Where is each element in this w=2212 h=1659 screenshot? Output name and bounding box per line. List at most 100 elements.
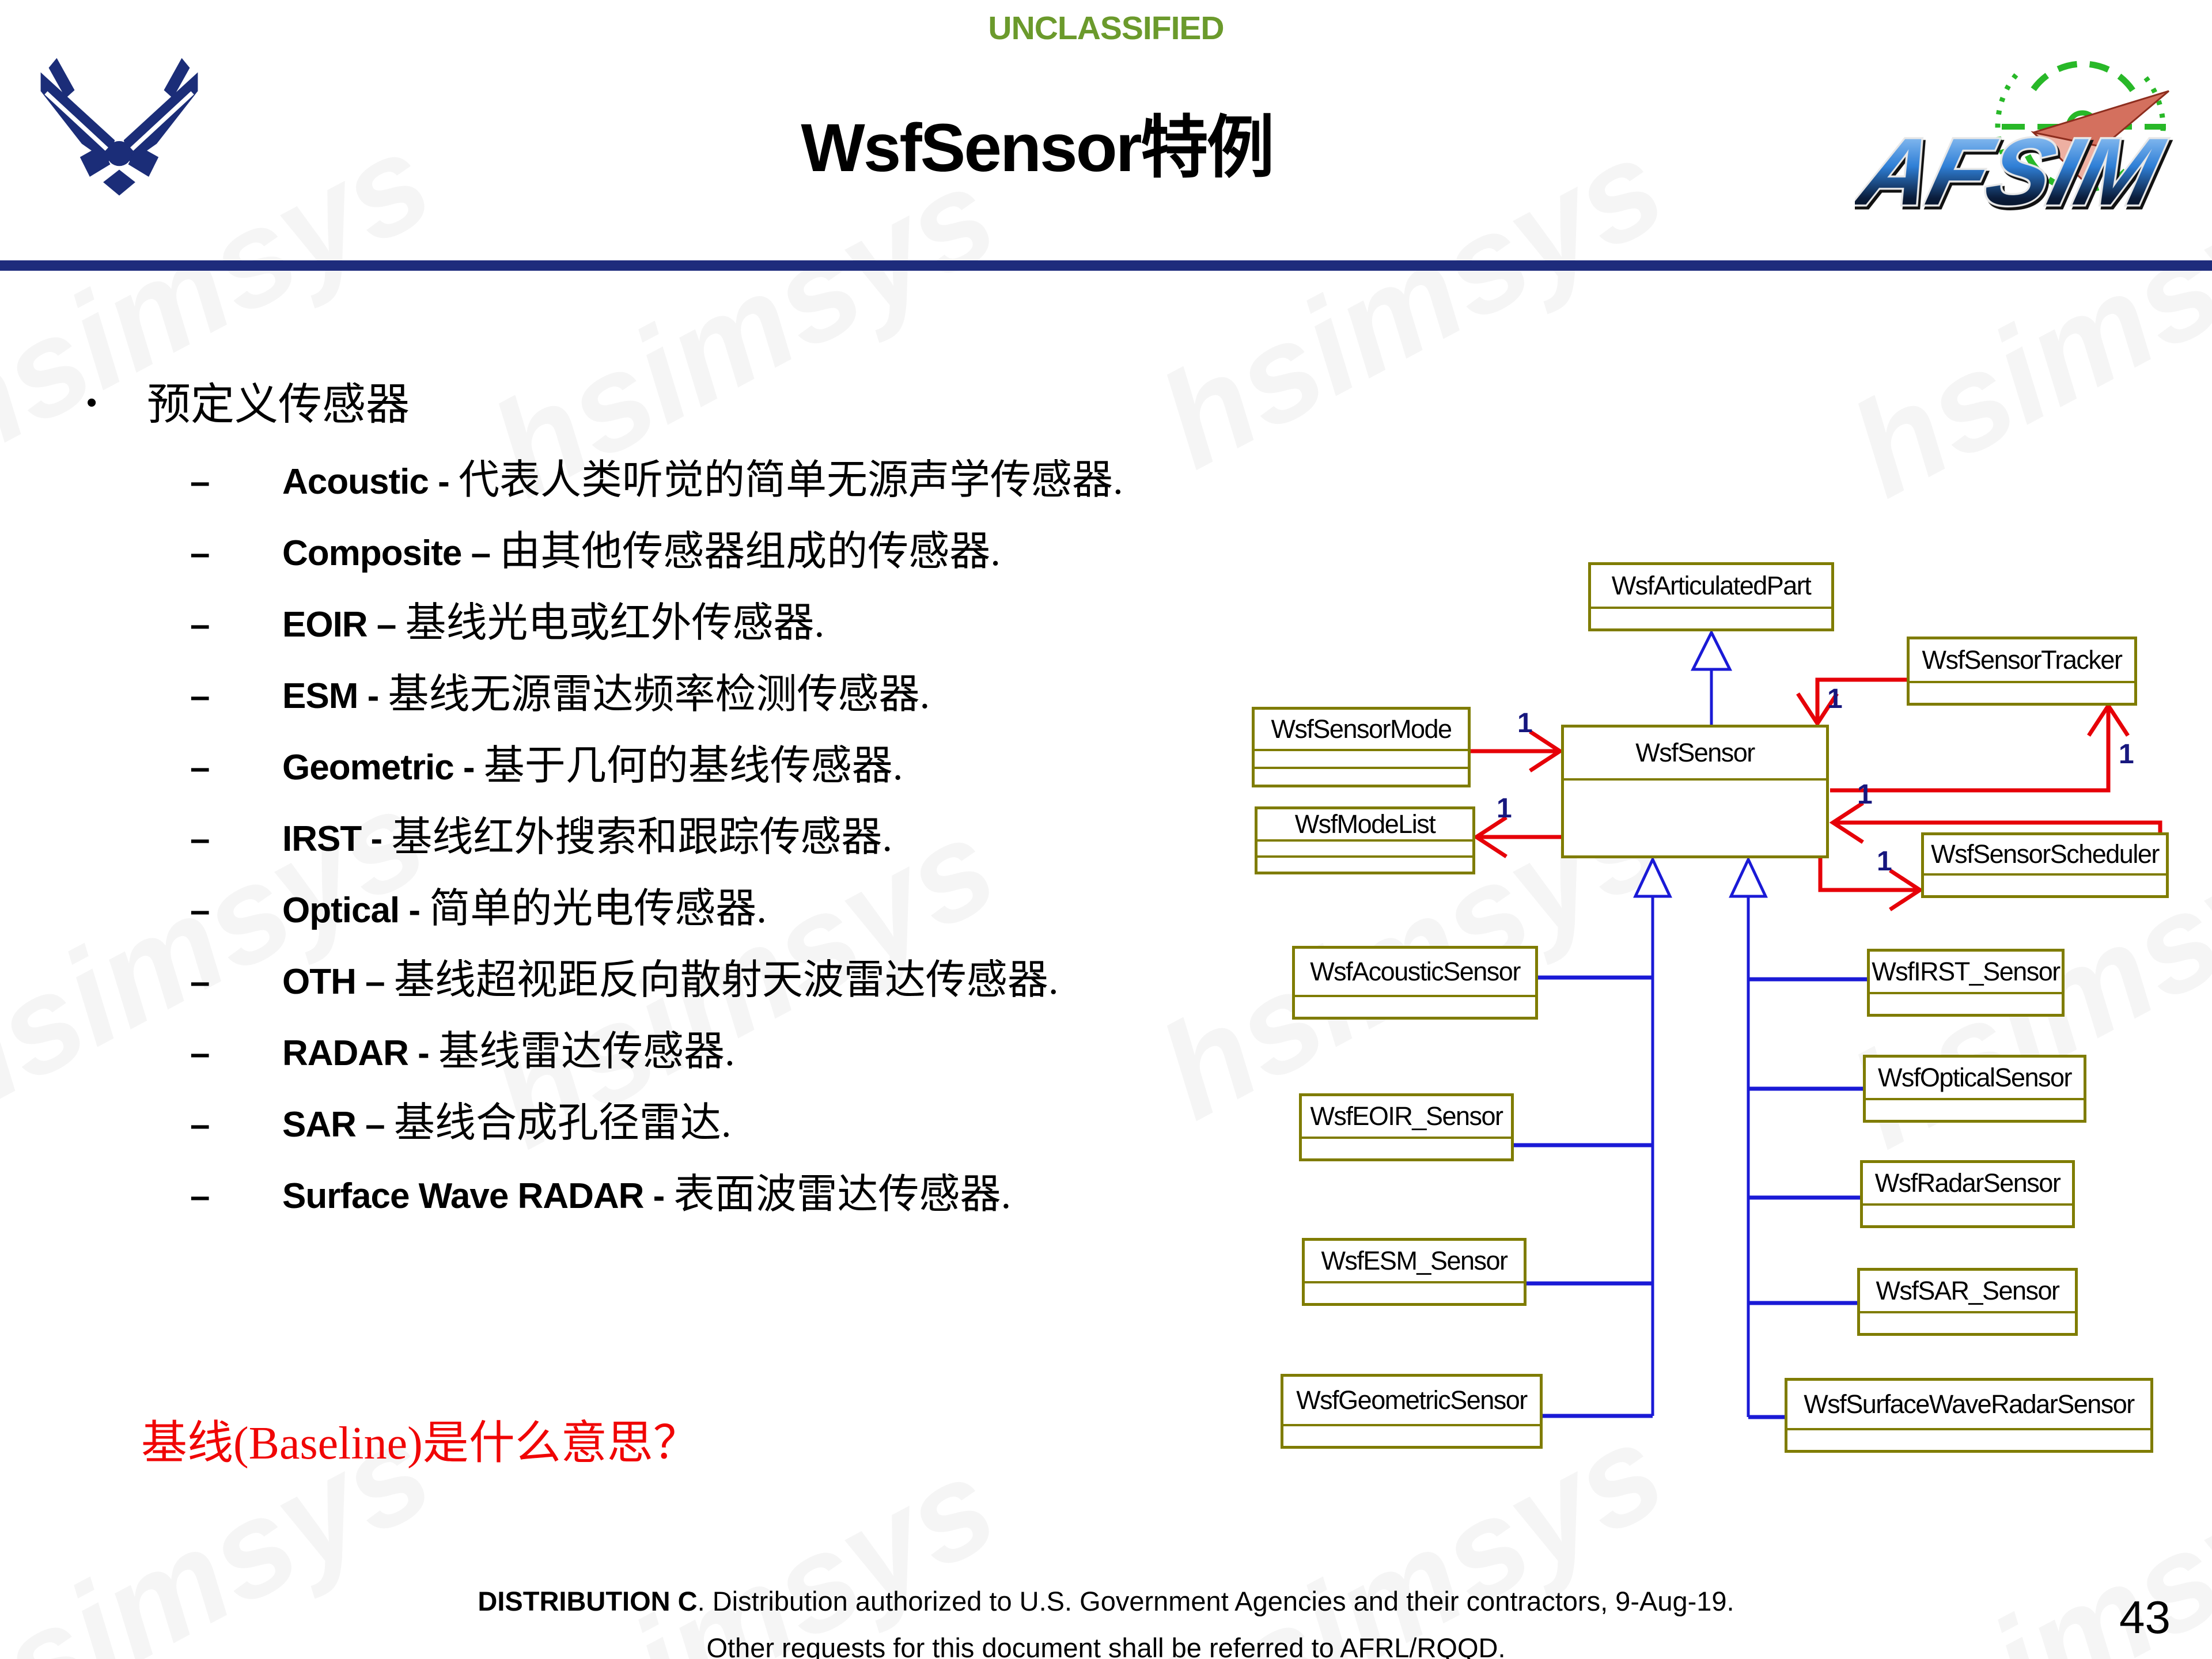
class-compartment	[1910, 681, 2134, 703]
afsim-plane-icon	[2031, 90, 2169, 183]
sensor-list: – Acoustic - 代表人类听觉的简单无源声学传感器. –Composite…	[190, 445, 1123, 1230]
class-box-wsfsensortracker: WsfSensorTracker	[1907, 637, 2137, 706]
inheritance-triangle-icon	[1633, 629, 1768, 898]
class-box-wsfsensormode: WsfSensorMode	[1252, 707, 1471, 787]
list-item: –Optical - 简单的光电传感器.	[190, 873, 1123, 945]
distribution-footer: DISTRIBUTION C. Distribution authorized …	[0, 1585, 2212, 1659]
multiplicity-label: 1	[1857, 779, 1873, 810]
class-compartment	[1295, 995, 1535, 1017]
list-item: – IRST - 基线红外搜索和跟踪传感器.	[190, 802, 1123, 873]
multiplicity-label: 1	[1827, 684, 1843, 714]
item-desc: 基线光电或红外传感器.	[405, 601, 825, 646]
class-name: WsfSensorMode	[1271, 714, 1452, 744]
multiplicity-label: 1	[2119, 739, 2134, 770]
class-name: WsfSensorTracker	[1922, 645, 2123, 675]
dash-bullet-icon: –	[190, 962, 210, 1002]
list-item: –SAR – 基线合成孔径雷达.	[190, 1088, 1123, 1159]
class-name: WsfArticulatedPart	[1611, 571, 1812, 600]
header-divider-bar	[0, 260, 2212, 271]
page-number: 43	[2119, 1592, 2171, 1643]
item-term: Acoustic -	[282, 462, 459, 502]
bullet-icon: •	[86, 386, 97, 419]
dash-bullet-icon: –	[190, 819, 210, 859]
list-item: –Surface Wave RADAR - 表面波雷达传感器.	[190, 1159, 1123, 1230]
class-name: WsfSAR_Sensor	[1876, 1276, 2060, 1305]
page-title: WsfSensor特例	[801, 110, 1274, 186]
list-heading-label: 预定义传感器	[147, 381, 410, 429]
item-term: Optical -	[282, 891, 430, 930]
multiplicity-label: 1	[1877, 846, 1892, 877]
class-box-wsfgeometricsensor: WsfGeometricSensor	[1281, 1374, 1543, 1449]
class-box-wsfsar-sensor: WsfSAR_Sensor	[1857, 1268, 2078, 1336]
class-compartment	[1787, 1428, 2150, 1450]
afsim-logo: AFSIM	[1855, 60, 2175, 227]
dash-bullet-icon: –	[190, 462, 210, 502]
class-name: WsfAcousticSensor	[1310, 957, 1521, 986]
class-compartment	[1860, 1311, 2075, 1333]
multiplicity-label: 1	[1497, 793, 1512, 824]
association-lines	[1471, 677, 2162, 911]
dash-bullet-icon: –	[190, 1176, 210, 1216]
item-term: Geometric -	[282, 748, 484, 787]
item-desc: 由其他传感器组成的传感器.	[499, 529, 1001, 574]
class-box-wsfirst-sensor: WsfIRST_Sensor	[1867, 949, 2065, 1017]
item-desc: 基线雷达传感器.	[438, 1029, 735, 1074]
class-box-wsfeoir-sensor: WsfEOIR_Sensor	[1299, 1093, 1514, 1161]
class-box-wsfsensor: WsfSensor	[1561, 725, 1829, 858]
class-name: WsfIRST_Sensor	[1872, 957, 2061, 986]
class-box-wsfsensorscheduler: WsfSensorScheduler	[1921, 832, 2169, 898]
dash-bullet-icon: –	[190, 533, 210, 573]
class-box-wsfesm-sensor: WsfESM_Sensor	[1302, 1238, 1527, 1306]
afsim-wordmark: AFSIM	[1855, 116, 2175, 227]
item-term: ESM -	[282, 676, 388, 716]
dash-bullet-icon: –	[190, 1105, 210, 1145]
class-name: WsfRadarSensor	[1874, 1168, 2061, 1198]
classification-banner: UNCLASSIFIED	[988, 10, 1224, 47]
class-name: WsfSensor	[1635, 738, 1755, 767]
class-name: WsfGeometricSensor	[1296, 1385, 1528, 1415]
item-desc: 基线无源雷达频率检测传感器.	[388, 672, 930, 717]
list-heading: • 预定义传感器	[86, 369, 410, 432]
dash-bullet-icon: –	[190, 891, 210, 930]
class-name: WsfModeList	[1294, 809, 1436, 839]
class-compartment	[1305, 1281, 1524, 1303]
class-compartment	[1870, 992, 2062, 1014]
list-item: –Geometric - 基于几何的基线传感器.	[190, 730, 1123, 802]
item-desc: 基线合成孔径雷达.	[393, 1101, 732, 1146]
list-item: – RADAR - 基线雷达传感器.	[190, 1016, 1123, 1088]
item-desc: 代表人类听觉的简单无源声学传感器.	[458, 458, 1123, 503]
class-box-wsfsurfacewaveradarsensor: WsfSurfaceWaveRadarSensor	[1785, 1378, 2153, 1453]
multiplicity-label: 1	[1517, 708, 1533, 738]
class-compartment	[1924, 873, 2166, 895]
class-compartment	[1283, 1424, 1540, 1446]
class-name: WsfOpticalSensor	[1877, 1063, 2073, 1092]
class-compartment	[1257, 855, 1472, 872]
item-desc: 基线超视距反向散射天波雷达传感器.	[393, 958, 1059, 1003]
class-compartment	[1863, 1203, 2072, 1225]
class-compartment	[1302, 1137, 1511, 1158]
dash-bullet-icon: –	[190, 676, 210, 716]
baseline-question-text: 基线(Baseline)是什么意思？	[141, 1418, 699, 1469]
item-term: OTH –	[282, 962, 394, 1002]
class-name: WsfSensorScheduler	[1931, 839, 2160, 869]
item-desc: 基线红外搜索和跟踪传感器.	[391, 815, 893, 860]
footer-distribution-bold: DISTRIBUTION C	[478, 1586, 698, 1616]
class-compartment	[1564, 778, 1826, 855]
class-box-wsfopticalsensor: WsfOpticalSensor	[1863, 1055, 2086, 1123]
item-term: IRST -	[282, 819, 392, 859]
dash-bullet-icon: –	[190, 1033, 210, 1073]
list-item: –Composite – 由其他传感器组成的传感器.	[190, 516, 1123, 588]
item-term: RADAR -	[282, 1033, 438, 1073]
class-compartment	[1255, 749, 1468, 767]
class-compartment	[1591, 607, 1831, 628]
list-item: –EOIR – 基线光电或红外传感器.	[190, 588, 1123, 659]
inheritance-lines	[1514, 669, 1867, 1419]
class-compartment	[1255, 767, 1468, 785]
list-item: – OTH – 基线超视距反向散射天波雷达传感器.	[190, 945, 1123, 1016]
class-compartment	[1866, 1098, 2084, 1120]
class-name: WsfSurfaceWaveRadarSensor	[1804, 1389, 2135, 1419]
item-term: EOIR –	[282, 605, 406, 645]
class-name: WsfESM_Sensor	[1321, 1246, 1508, 1275]
